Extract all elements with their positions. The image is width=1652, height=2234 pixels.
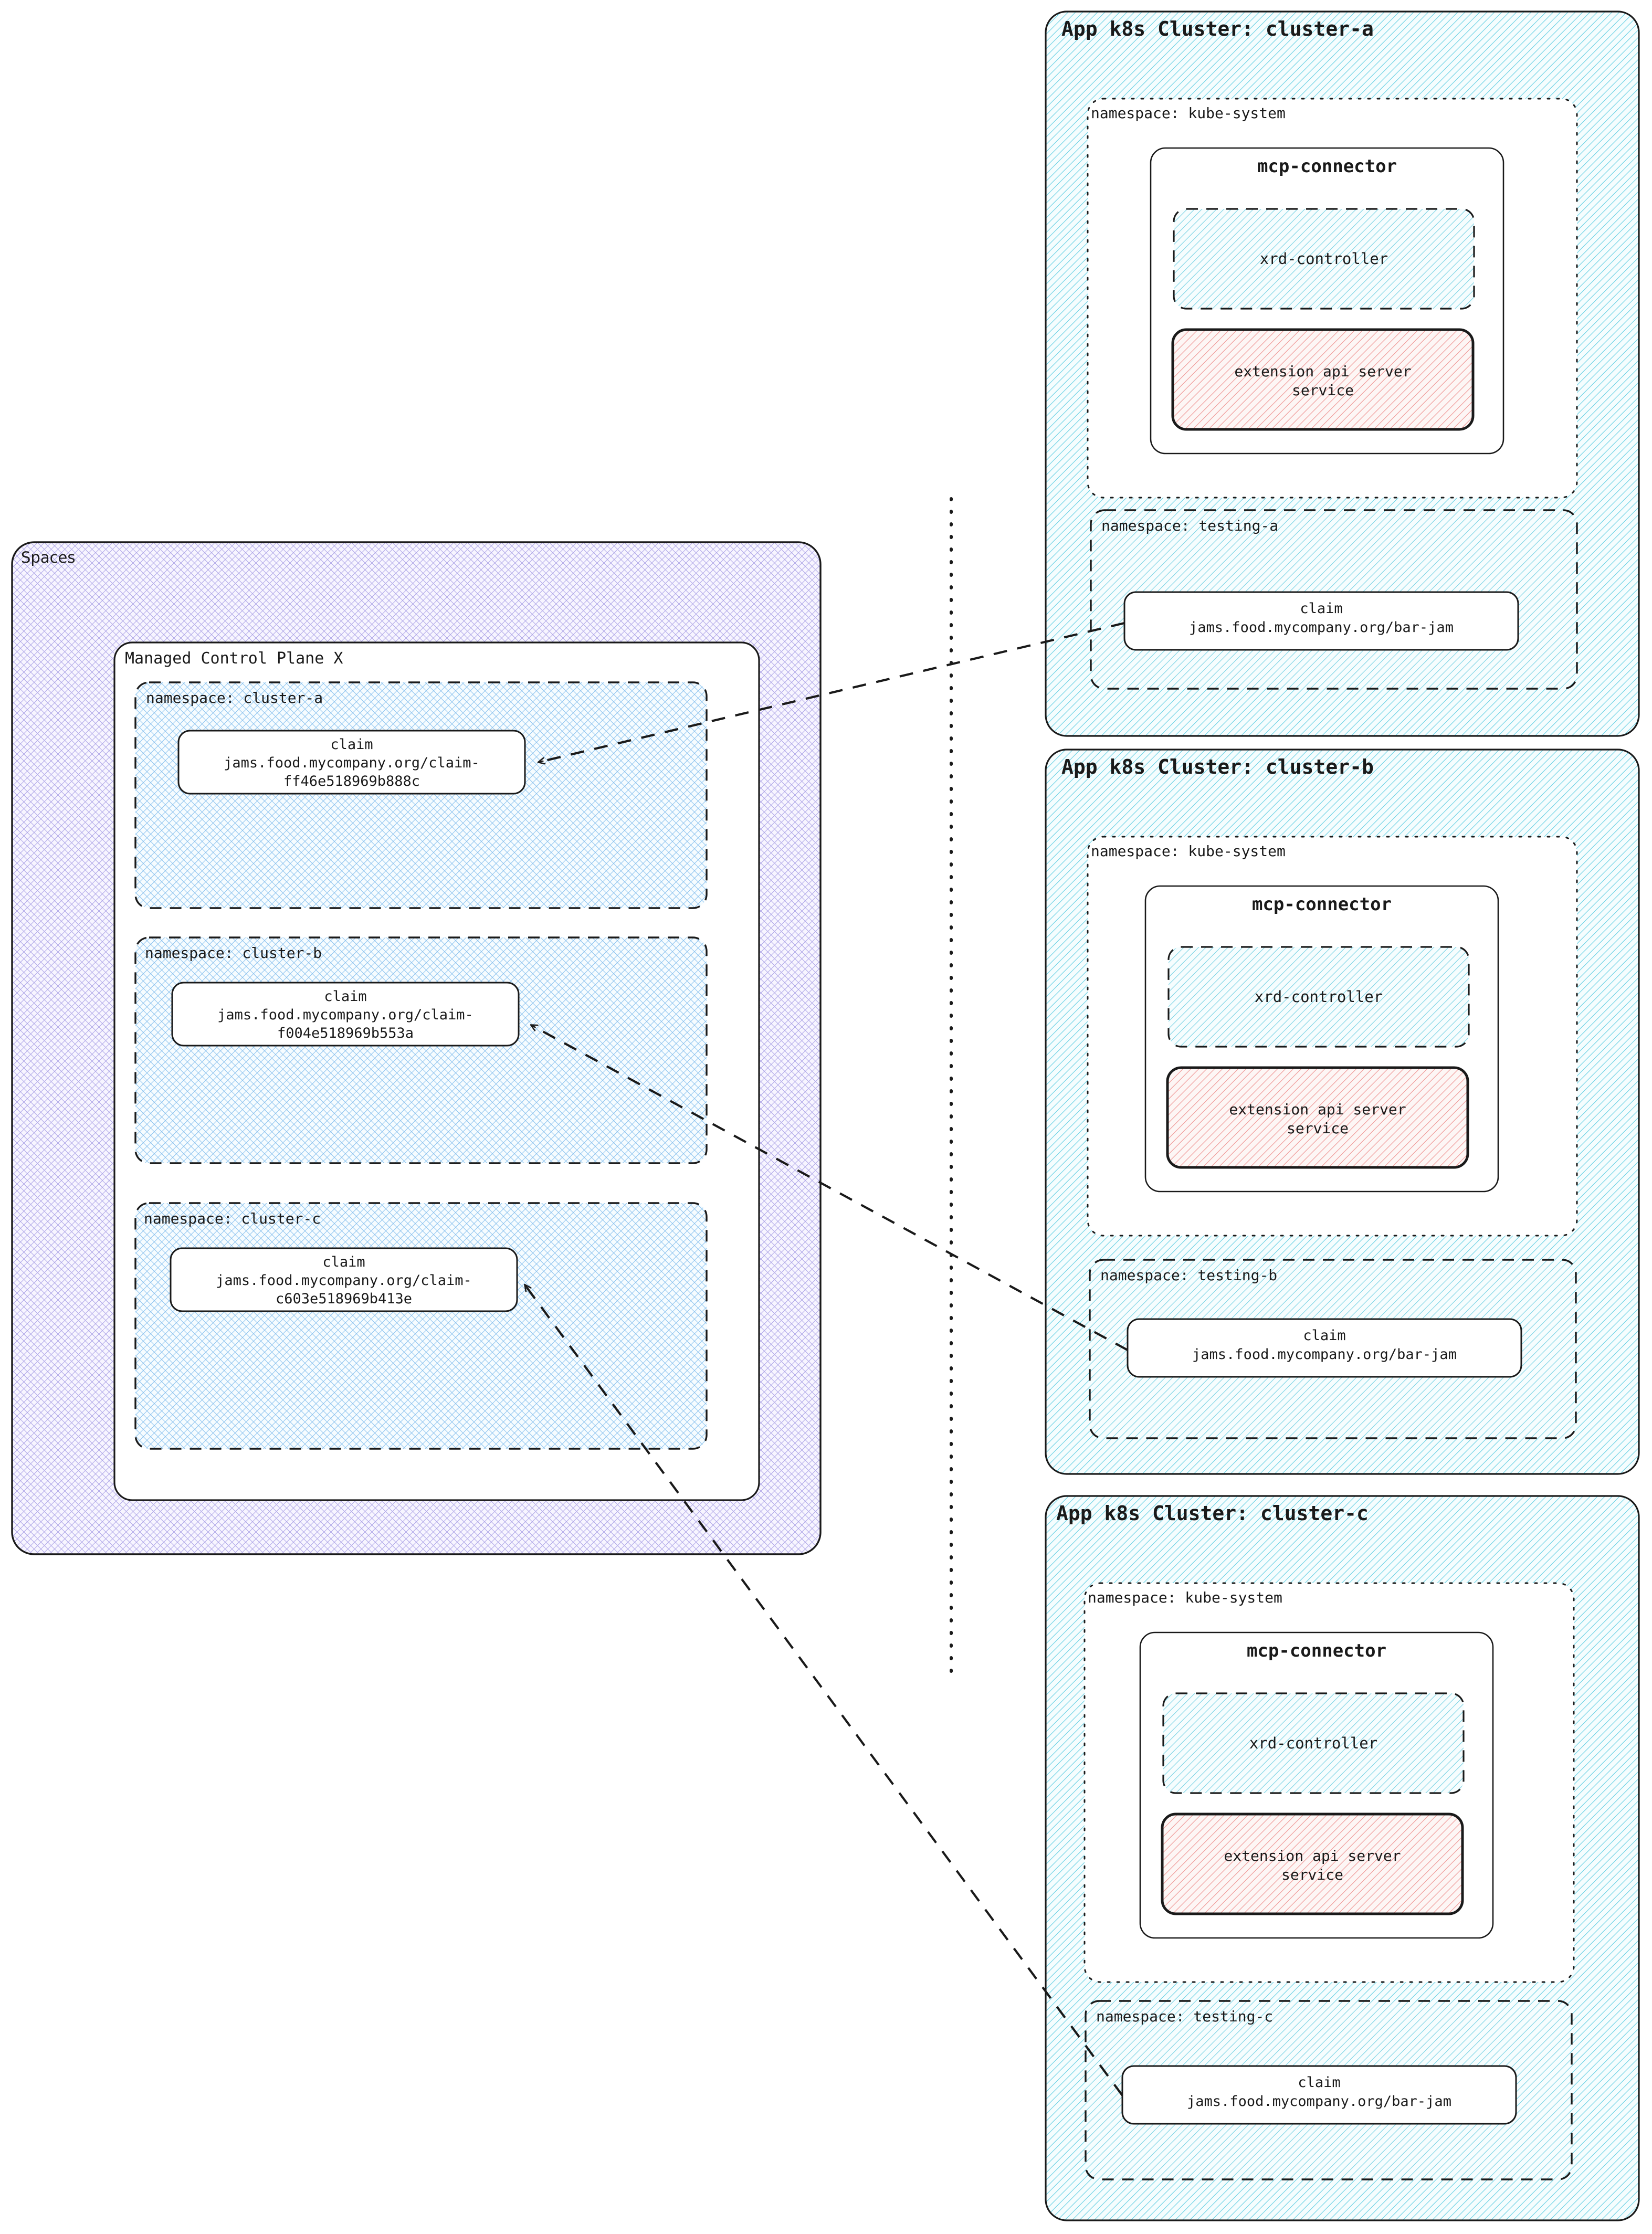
- arrow-testing-c-to-cluster-c: [524, 1283, 1123, 2096]
- mcp-claim-cluster-c-kind: claim: [322, 1254, 365, 1270]
- arrow-testing-a-to-cluster-a: [537, 621, 1125, 765]
- cluster-a-testing-claim-ref: jams.food.mycompany.org/bar-jam: [1189, 619, 1454, 636]
- cluster-c-kube-system-label: namespace: kube-system: [1088, 1589, 1282, 1606]
- mcp-claim-cluster-b-kind: claim: [324, 988, 367, 1005]
- mcp-namespace-cluster-a-label: namespace: cluster-a: [146, 689, 323, 707]
- cluster-b-extension-api-line1: extension api server: [1229, 1101, 1406, 1118]
- cluster-a-extension-api-line1: extension api server: [1234, 363, 1412, 380]
- cluster-c-testing-claim-ref: jams.food.mycompany.org/bar-jam: [1187, 2093, 1451, 2110]
- mcp-claim-cluster-a-box: [177, 730, 526, 795]
- cluster-a-kube-system-label: namespace: kube-system: [1091, 104, 1286, 122]
- cluster-a-testing-namespace-label: namespace: testing-a: [1101, 517, 1279, 534]
- mcp-claim-cluster-a-ref: jams.food.mycompany.org/claim-: [224, 755, 480, 771]
- mcp-claim-cluster-b-ref: jams.food.mycompany.org/claim-: [217, 1007, 473, 1023]
- cluster-a-title: App k8s Cluster: cluster-a: [1061, 17, 1374, 40]
- mcp-namespace-cluster-b-box: [134, 936, 708, 1164]
- cluster-c-title: App k8s Cluster: cluster-c: [1056, 1502, 1369, 1525]
- cluster-b-testing-namespace-label: namespace: testing-b: [1100, 1267, 1278, 1284]
- cluster-a-extension-api-server-box: [1171, 328, 1475, 431]
- mcp-claim-cluster-b-ref2: f004e518969b553a: [277, 1025, 414, 1041]
- cluster-c-mcp-connector-label: mcp-connector: [1246, 1640, 1387, 1661]
- cluster-b-mcp-connector-label: mcp-connector: [1251, 894, 1392, 915]
- cluster-a-testing-claim-kind: claim: [1300, 600, 1343, 617]
- cluster-c-testing-namespace-label: namespace: testing-c: [1096, 2008, 1274, 2025]
- cluster-a-xrd-controller-box: [1173, 208, 1475, 310]
- cluster-a-mcp-connector-label: mcp-connector: [1257, 156, 1397, 177]
- cluster-a-extension-api-line2: service: [1291, 382, 1354, 399]
- mcp-claim-cluster-c-box: [170, 1247, 518, 1312]
- mcp-namespace-cluster-a-box: [134, 681, 708, 909]
- mcp-claim-cluster-c-ref2: c603e518969b413e: [275, 1291, 413, 1307]
- mcp-claim-cluster-c-ref: jams.food.mycompany.org/claim-: [216, 1272, 472, 1289]
- cluster-c-xrd-controller-box: [1162, 1692, 1465, 1794]
- spaces-label: Spaces: [21, 549, 76, 566]
- cluster-a-testing-claim-box: [1123, 591, 1519, 651]
- cluster-c-xrd-controller-label: xrd-controller: [1249, 1734, 1378, 1752]
- cluster-c-extension-api-server-box: [1161, 1813, 1464, 1915]
- cluster-c-testing-claim-kind: claim: [1298, 2074, 1341, 2091]
- cluster-b-testing-claim-kind: claim: [1303, 1327, 1346, 1344]
- cluster-b-xrd-controller-label: xrd-controller: [1254, 988, 1383, 1006]
- mcp-claim-cluster-a-ref2: ff46e518969b888c: [283, 773, 420, 789]
- cluster-b-testing-claim-ref: jams.food.mycompany.org/bar-jam: [1192, 1346, 1457, 1363]
- mcp-namespace-cluster-b-label: namespace: cluster-b: [145, 944, 322, 962]
- mcp-claim-cluster-b-box: [171, 982, 520, 1047]
- mcp-claim-cluster-a-kind: claim: [330, 736, 373, 753]
- mcp-namespace-cluster-c-box: [134, 1202, 708, 1450]
- managed-control-plane-label: Managed Control Plane X: [125, 649, 343, 668]
- cluster-c-extension-api-line2: service: [1281, 1866, 1343, 1883]
- cluster-b-extension-api-server-box: [1166, 1066, 1469, 1169]
- mcp-namespace-cluster-c-label: namespace: cluster-c: [144, 1210, 321, 1227]
- cluster-b-xrd-controller-box: [1167, 946, 1470, 1048]
- cluster-a-xrd-controller-label: xrd-controller: [1259, 250, 1388, 268]
- cluster-b-extension-api-line2: service: [1286, 1120, 1349, 1137]
- arrow-testing-b-to-cluster-b: [530, 1024, 1129, 1351]
- cluster-b-title: App k8s Cluster: cluster-b: [1061, 755, 1374, 778]
- cluster-c-extension-api-line1: extension api server: [1224, 1847, 1401, 1864]
- cluster-b-testing-claim-box: [1127, 1318, 1522, 1378]
- cluster-b-kube-system-label: namespace: kube-system: [1091, 842, 1286, 860]
